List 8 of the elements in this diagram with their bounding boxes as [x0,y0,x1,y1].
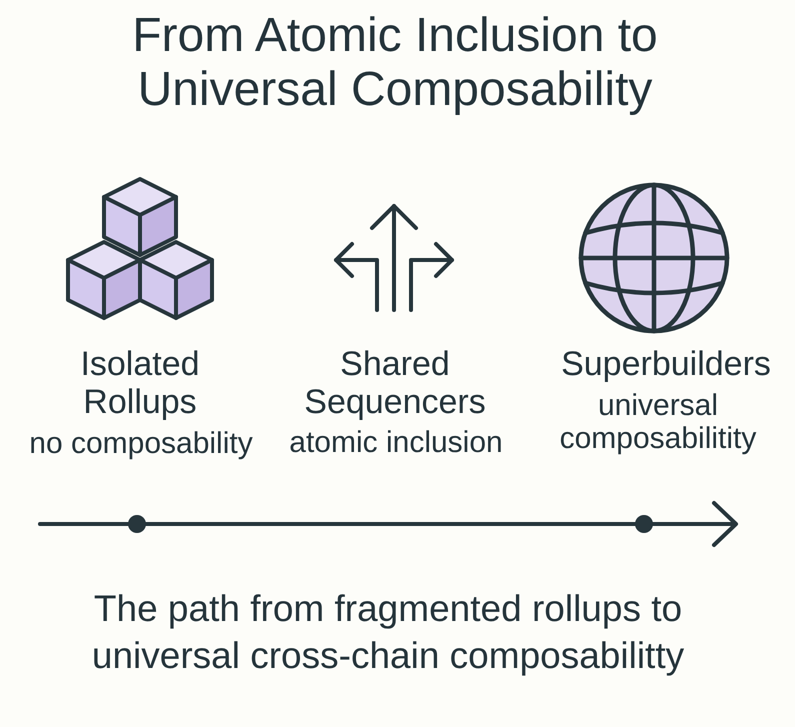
diagram-caption: The path from fragmented rollups to universal cross-chain composabilitty [90,587,686,678]
diagram-title: From Atomic Inclusion to Universal Composability [131,9,659,117]
stage-subtitle: atomic inclusion [288,426,504,459]
stage-heading: Shared Sequencers [303,345,487,421]
stage-heading: Superbuilders [560,345,772,383]
stage-subtitle: no composability [28,427,254,460]
stage-subtitle: universal composabilitity [558,389,758,455]
stage-heading: Isolated Rollups [79,345,201,421]
